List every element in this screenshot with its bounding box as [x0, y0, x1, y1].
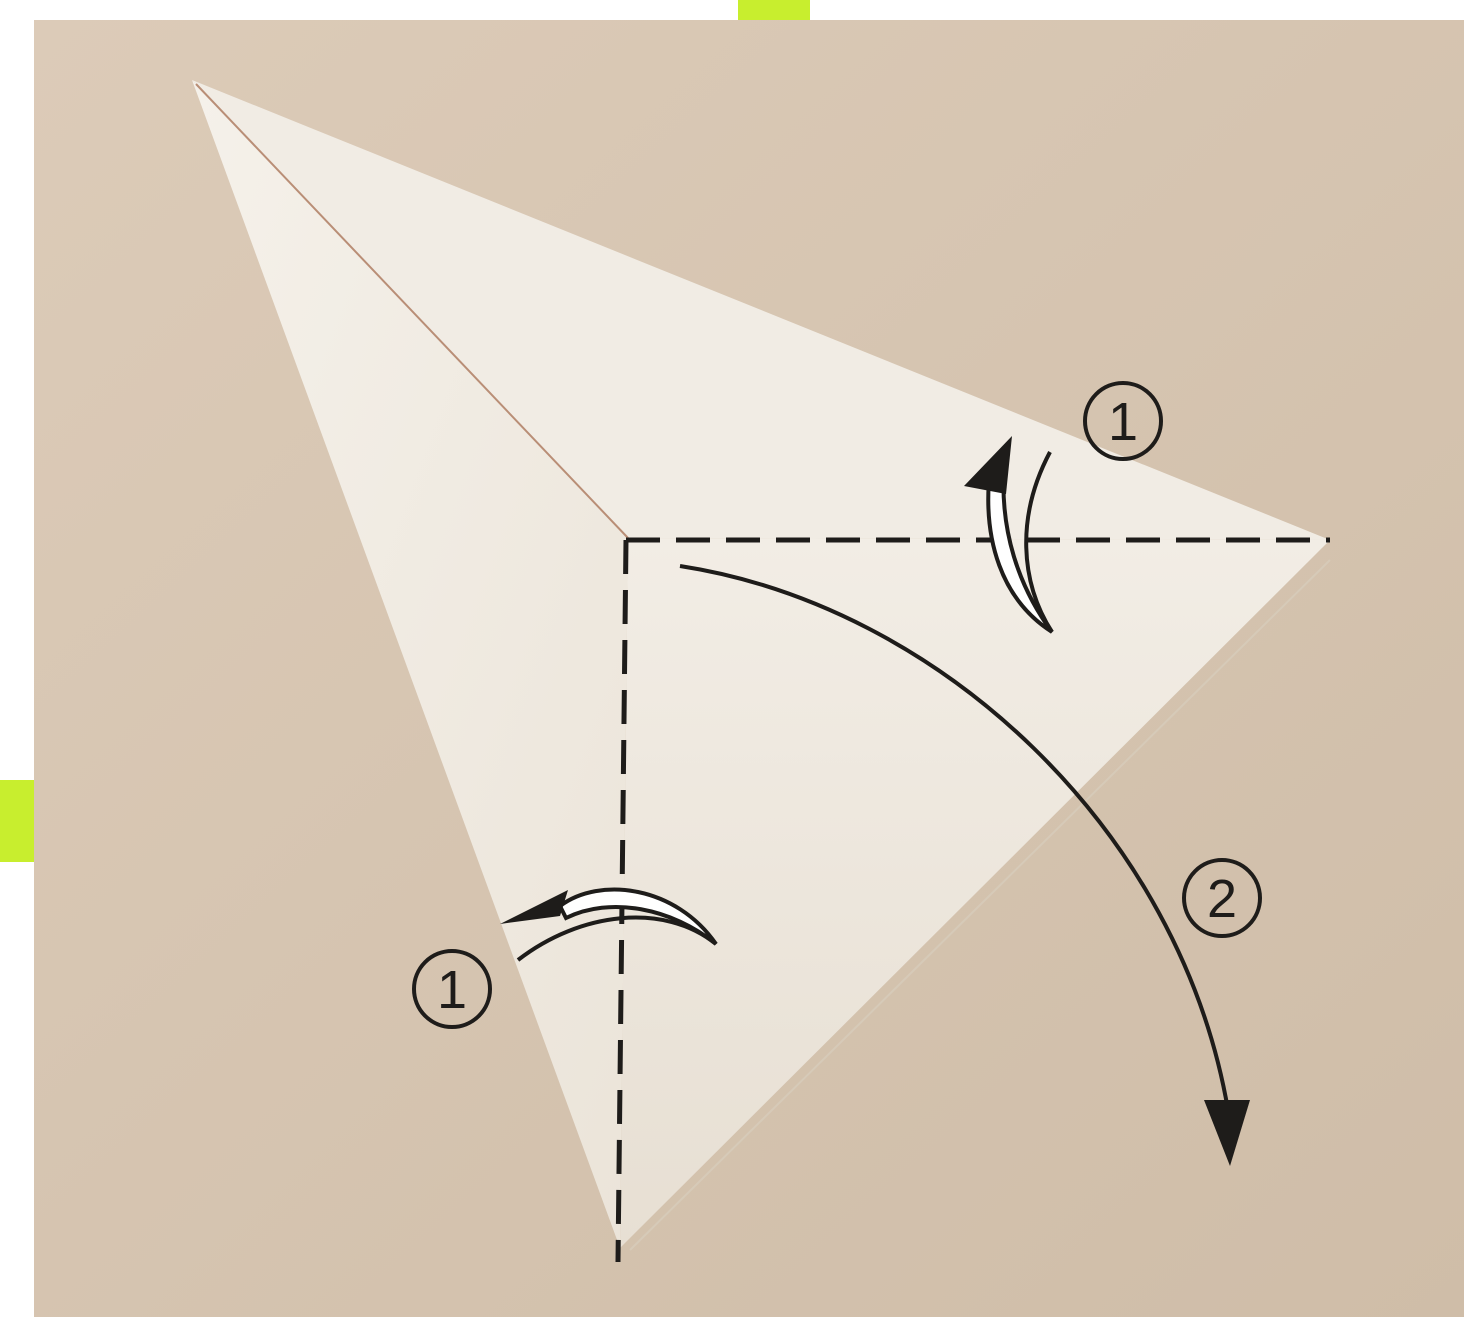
step-number: 1 — [437, 960, 467, 1020]
step-number: 1 — [1108, 392, 1138, 452]
highlight-tab-top — [738, 0, 810, 22]
step-number: 2 — [1207, 869, 1237, 929]
